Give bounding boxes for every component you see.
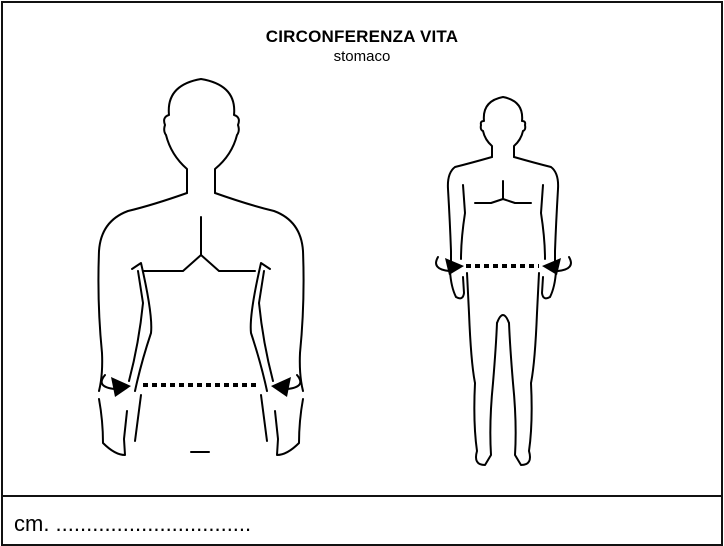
torso-spine-right <box>201 255 255 271</box>
body-right-arrowhead <box>542 258 561 275</box>
torso-back-view-icon <box>98 79 303 455</box>
body-figures <box>3 3 721 495</box>
body-head-outline <box>481 97 526 157</box>
body-left-hand <box>450 271 464 298</box>
body-left-arrowhead <box>445 258 464 275</box>
torso-spine <box>143 217 201 271</box>
body-measure <box>436 257 571 275</box>
body-spine-right <box>503 199 531 203</box>
torso-waist-right <box>261 395 267 441</box>
illustration-panel: CIRCONFERENZA VITA stomaco <box>3 3 721 495</box>
torso-waist-left <box>135 395 141 441</box>
torso-right-inner-arm <box>251 263 270 391</box>
measurement-footer: cm. ................................ <box>3 497 721 544</box>
full-body-back-view-icon <box>448 97 558 465</box>
body-spine <box>475 181 503 203</box>
body-right-leg <box>509 273 539 465</box>
torso-measure <box>102 375 301 397</box>
body-right-inner <box>541 185 545 259</box>
torso-left-inner-arm <box>132 263 151 391</box>
body-left-leg <box>467 273 497 465</box>
torso-right-arm <box>275 399 303 455</box>
body-right-hand <box>542 271 556 298</box>
body-left-outline <box>448 157 492 261</box>
body-right-outline <box>514 157 558 261</box>
body-left-inner <box>461 185 465 259</box>
torso-right-arrowhead <box>271 377 291 397</box>
body-crotch <box>497 315 509 323</box>
torso-left-arrowhead <box>111 377 131 397</box>
measurement-entry-field[interactable]: cm. ................................ <box>14 511 251 537</box>
torso-left-arm <box>99 399 127 455</box>
torso-head-outline <box>164 79 239 193</box>
